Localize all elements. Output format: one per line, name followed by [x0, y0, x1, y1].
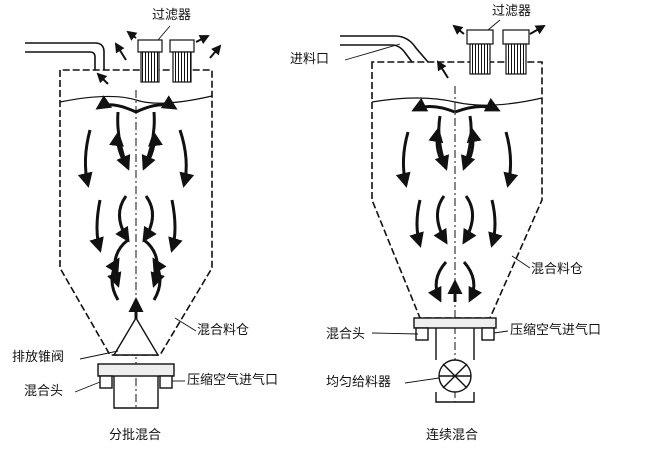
left-air-inlet-label: 压缩空气进气口: [187, 373, 279, 388]
right-feeder-label: 均匀给料器: [326, 375, 392, 390]
right-exhaust-arrows: [436, 24, 546, 79]
left-inlet-pipe: [25, 42, 105, 70]
left-mixing-head-label: 混合头: [24, 384, 64, 399]
right-mixing-head-label: 混合头: [326, 327, 366, 342]
left-bin-label: 混合料仓: [197, 323, 250, 338]
left-caption: 分批混合: [109, 428, 162, 443]
left-material-surface: [59, 95, 213, 104]
left-filter-units: [137, 39, 195, 83]
right-bin-vessel: [371, 61, 543, 319]
right-bin-label: 混合料仓: [531, 262, 584, 277]
right-material-surface: [371, 97, 543, 106]
right-air-inlet-label: 压缩空气进气口: [510, 323, 602, 338]
left-cone-valve-label: 排放锥阀: [12, 350, 65, 365]
right-leader-lines: [344, 19, 531, 384]
right-filter-label: 过滤器: [492, 4, 532, 19]
right-feed-inlet-label: 进料口: [290, 52, 330, 67]
right-feeder: [435, 359, 475, 403]
left-cone-valve: [112, 316, 160, 356]
right-mixing-head: [413, 317, 497, 360]
left-leader-lines: [74, 25, 197, 393]
right-inlet-pipe: [340, 35, 429, 63]
left-mixing-head: [97, 363, 175, 409]
left-filter-label: 过滤器: [152, 8, 192, 23]
left-exhaust-arrows: [96, 30, 222, 85]
right-flow-arrows: [395, 97, 519, 303]
right-caption: 连续混合: [426, 428, 479, 443]
right-filter-units: [466, 29, 530, 75]
